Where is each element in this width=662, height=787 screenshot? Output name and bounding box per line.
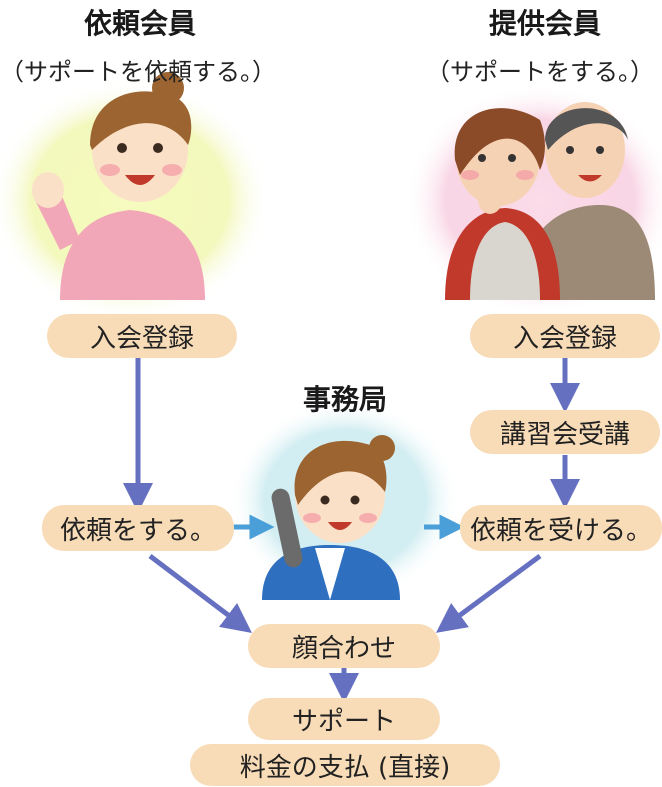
requester-subtitle: （サポートを依頼する。） [0,58,276,86]
arrow-prov-to-meeting [435,553,542,633]
office-title: 事務局 [302,383,387,416]
provider-illustration [445,102,655,300]
requester-step-register: 入会登録 [47,314,237,358]
arrow-req-to-meeting [148,554,252,634]
provider-step-training: 講習会受講 [470,410,660,454]
office-illustration [262,435,400,600]
requester-title: 依頼会員 [83,7,196,40]
provider-title: 提供会員 [488,7,601,40]
requester-step-request: 依頼をする。 [42,505,234,551]
common-step-payment: 料金の支払 (直接) [190,744,500,786]
common-step-support: サポート [248,698,440,740]
provider-step-accept: 依頼を受ける。 [460,505,662,551]
provider-subtitle: （サポートをする。） [426,58,654,86]
common-step-meeting: 顔合わせ [248,624,440,668]
provider-step-register: 入会登録 [470,314,660,358]
requester-illustration [32,72,205,300]
